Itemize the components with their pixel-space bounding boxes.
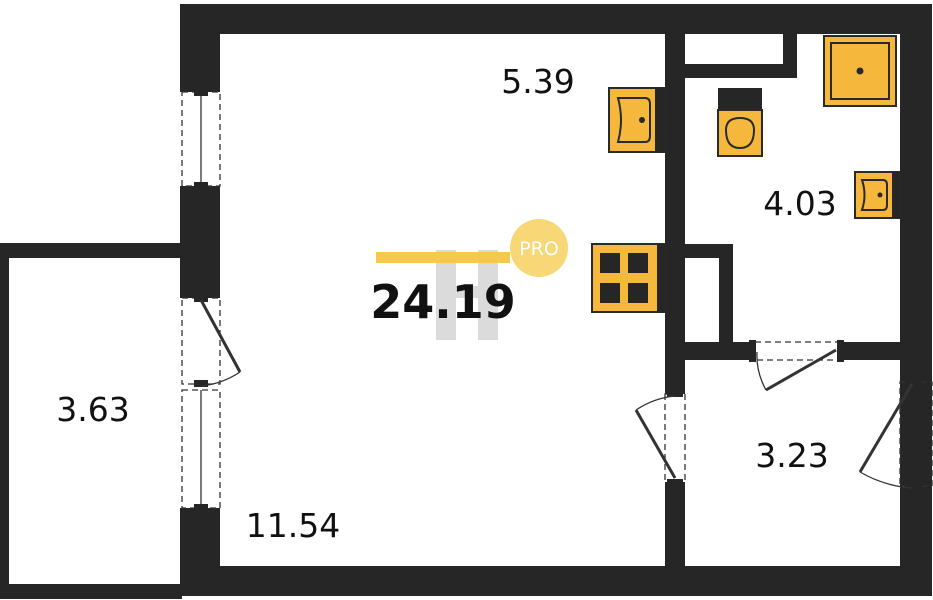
wall-partition-main bbox=[665, 34, 685, 394]
toilet-seat bbox=[724, 116, 756, 150]
wall-bath-bottom-right bbox=[840, 342, 900, 360]
watermark-crossbar bbox=[436, 286, 498, 298]
kitchen-sink-drain bbox=[639, 117, 645, 123]
living-door-cap-a bbox=[667, 390, 683, 397]
wall-left-mid bbox=[180, 186, 220, 298]
living-door-leaf bbox=[634, 409, 677, 479]
wall-right bbox=[900, 4, 932, 596]
stove-icon bbox=[591, 243, 666, 313]
wall-bath-bottom-left bbox=[685, 342, 755, 360]
balcony-door bbox=[181, 295, 242, 387]
balcony-door-frame bbox=[181, 297, 221, 385]
shower-tray-icon bbox=[823, 35, 897, 107]
wall-niche-side bbox=[783, 34, 797, 78]
stove-burner-4 bbox=[628, 283, 648, 303]
wall-bath-box-side bbox=[719, 244, 733, 358]
balcony-door-cap-b bbox=[194, 380, 208, 387]
wall-left-top bbox=[180, 4, 220, 92]
area-bathroom: 4.03 bbox=[763, 184, 836, 223]
wall-top bbox=[180, 4, 932, 34]
door-swing-icon bbox=[200, 371, 241, 387]
door-swing-icon bbox=[859, 471, 913, 489]
stove-burner-1 bbox=[600, 253, 620, 273]
shower-tray-drain bbox=[856, 67, 864, 75]
bathroom-sink-edge bbox=[892, 172, 900, 218]
watermark-bar-2 bbox=[478, 250, 498, 340]
door-swing-icon bbox=[635, 395, 676, 411]
watermark-bar-1 bbox=[436, 250, 456, 340]
entrance-door-leaf bbox=[858, 383, 914, 473]
bathroom-door-cap-a bbox=[749, 340, 756, 362]
balcony-door-cap-a bbox=[194, 295, 208, 302]
toilet-icon bbox=[717, 88, 763, 157]
kitchen-sink bbox=[608, 87, 666, 153]
door-swing-icon bbox=[756, 351, 767, 391]
living-door-cap-b bbox=[667, 479, 683, 486]
bathroom-sink bbox=[854, 171, 901, 219]
living-door bbox=[634, 390, 686, 486]
window-top-cap-b bbox=[194, 182, 208, 189]
entrance-door bbox=[858, 377, 933, 492]
balcony-wall-top bbox=[4, 244, 184, 258]
area-kitchen: 5.39 bbox=[501, 62, 574, 101]
wall-left-bottom bbox=[180, 508, 220, 596]
pro-badge-label: PRO bbox=[519, 238, 559, 260]
total-area: 24.19 bbox=[370, 275, 516, 329]
sink-icon bbox=[860, 179, 888, 211]
entrance-door-cap-b bbox=[905, 484, 921, 492]
shower-tray-inner bbox=[830, 42, 890, 100]
bathroom-door bbox=[749, 340, 844, 392]
balcony-wall-bottom bbox=[4, 584, 184, 596]
toilet-tank bbox=[718, 88, 762, 110]
wall-partition-lower bbox=[665, 482, 685, 566]
balcony-door-leaf bbox=[199, 299, 242, 373]
entrance-door-cap-a bbox=[905, 377, 921, 384]
walls bbox=[180, 4, 932, 596]
pro-badge bbox=[510, 219, 568, 277]
area-balcony: 3.63 bbox=[56, 390, 129, 429]
area-hall: 3.23 bbox=[755, 436, 828, 475]
area-living: 11.54 bbox=[246, 506, 340, 545]
watermark-logo bbox=[436, 250, 498, 340]
kitchen-sink-edge bbox=[655, 88, 665, 152]
stove-edge bbox=[657, 244, 665, 312]
bathroom-door-frame bbox=[754, 341, 841, 361]
wall-niche-top bbox=[685, 64, 797, 78]
stove-burner-2 bbox=[628, 253, 648, 273]
window-top-cap-a bbox=[194, 89, 208, 96]
bathroom-door-leaf bbox=[765, 348, 837, 392]
wall-bottom bbox=[180, 566, 932, 596]
bathroom-sink-drain bbox=[877, 192, 883, 198]
window-bottom-cap bbox=[194, 504, 208, 511]
sink-icon bbox=[616, 97, 651, 143]
window-icon bbox=[181, 89, 221, 511]
bathroom-door-cap-b bbox=[837, 340, 844, 362]
stove-burner-3 bbox=[600, 283, 620, 303]
toilet-bowl-base bbox=[717, 109, 763, 157]
accent-stripe bbox=[376, 252, 510, 263]
